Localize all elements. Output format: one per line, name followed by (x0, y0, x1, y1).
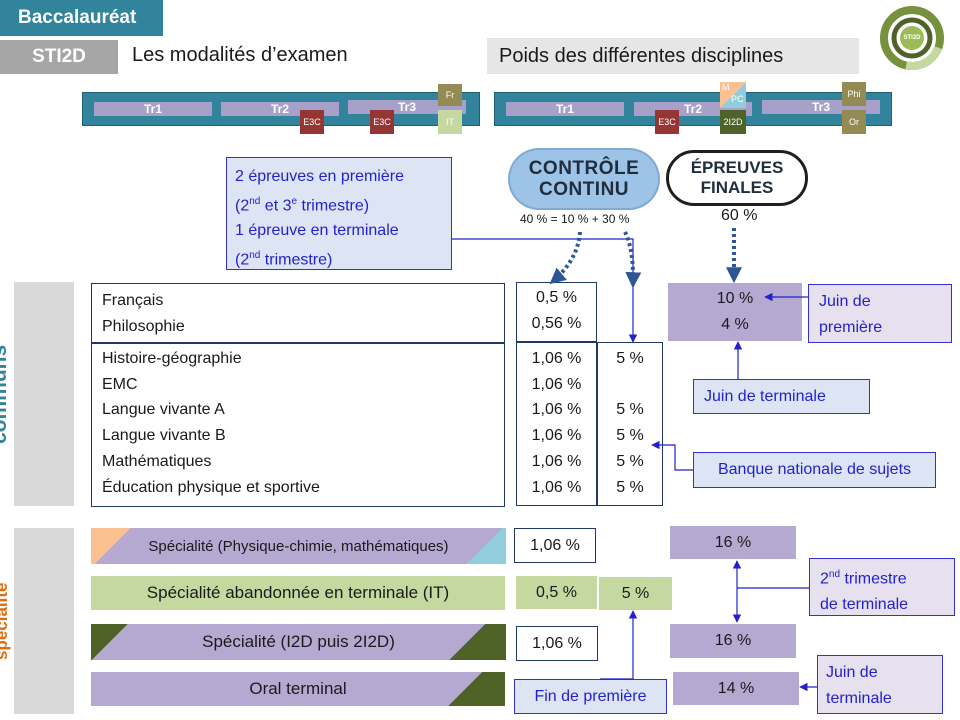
cc10-eps: 1,06 % (531, 478, 582, 496)
sti2d-tag: STI2D (0, 40, 118, 74)
specialite-row1-label: Spécialité (Physique-chimie, mathématiqu… (148, 537, 449, 555)
specialite-row4-final: 14 % (673, 672, 799, 705)
specialite-row4-label: Oral terminal (249, 679, 347, 698)
communs-group2-cc30-box: 5 % 5 % 5 % 5 % 5 % (597, 342, 663, 506)
cc-francais: 0,5 % (536, 289, 577, 306)
communs-group1-final-box: 10 % 4 % (668, 283, 802, 341)
epreuves-line2: (2nd et 3e trimestre) (235, 196, 370, 215)
bac-tag: Baccalauréat (0, 0, 163, 36)
specialite-row2-label: Spécialité abandonnée en terminale (IT) (146, 583, 450, 602)
poids-title: Poids des différentes disciplines (487, 38, 859, 74)
sti2d-label: STI2D (32, 46, 86, 67)
specialite-row4: Oral terminal (91, 672, 505, 706)
epreuves-line1: 2 épreuves en première (235, 168, 404, 185)
specialite-row3-final: 16 % (670, 624, 796, 658)
epreuves-finales-badge: ÉPREUVES FINALES (666, 150, 808, 206)
specialite-row3-cc: 1,06 % (516, 626, 598, 661)
communs-group1-box: Français Philosophie (91, 283, 505, 343)
juin-premiere-l1: Juin de (819, 293, 871, 310)
callout-juin-terminale-2: Juin de terminale (817, 655, 943, 714)
cc30-maths: 5 % (616, 452, 644, 470)
timeline-right-pc: PC (731, 94, 744, 104)
timeline-left-e3c-a: E3C (300, 110, 324, 134)
final-francais: 10 % (716, 290, 754, 307)
subject-maths: Mathématiques (102, 452, 212, 470)
cc-philosophie: 0,56 % (531, 315, 582, 332)
sti2d-logo: STI2D (880, 6, 944, 70)
controle-l2: CONTINU (538, 179, 630, 200)
epreuves-line4: (2nd trimestre) (235, 250, 333, 269)
callout-trimestre-terminale: 2nd trimestre de terminale (809, 558, 955, 616)
callout-juin-terminale: Juin de terminale (693, 379, 870, 414)
finales-l2: FINALES (700, 178, 774, 197)
controle-continu-badge: CONTRÔLE CONTINU (510, 150, 658, 208)
epreuves-info-box: 2 épreuves en première (2nd et 3e trimes… (226, 157, 452, 270)
callout-fin-premiere: Fin de première (514, 679, 667, 714)
specialite-row2: Spécialité abandonnée en terminale (IT) (91, 576, 505, 610)
final-philosophie: 4 % (721, 316, 749, 333)
logo-text: STI2D (903, 35, 921, 41)
finales-l1: ÉPREUVES (690, 158, 784, 177)
timeline-right-or: Or (842, 110, 866, 134)
callout-juin-premiere: Juin de première (808, 284, 952, 343)
cc10-maths: 1,06 % (531, 452, 582, 470)
cc10-histoire: 1,06 % (531, 350, 582, 367)
cc10-emc: 1,06 % (531, 375, 582, 393)
bac-label: Baccalauréat (18, 7, 137, 28)
timeline-right-m: M (722, 82, 730, 92)
trimestre-l1: 2nd trimestre (820, 569, 907, 588)
cc30-eps: 5 % (616, 478, 644, 496)
finales-pct: 60 % (721, 207, 758, 224)
specialite-row1: Spécialité (Physique-chimie, mathématiqu… (91, 528, 506, 564)
specialite-row1-final: 16 % (670, 526, 796, 559)
modalites-title: Les modalités d’examen (132, 44, 348, 66)
juin-terminale2-l1: Juin de (826, 664, 878, 681)
subject-philosophie: Philosophie (102, 318, 185, 335)
cc10-lvb: 1,06 % (531, 427, 582, 445)
timeline-left-tr1: Tr1 (94, 102, 212, 116)
trimestre-l2: de terminale (820, 596, 909, 614)
cc30-histoire: 5 % (616, 350, 644, 367)
epreuves-line3: 1 épreuve en terminale (235, 222, 399, 240)
subject-francais: Français (102, 292, 164, 309)
subject-emc: EMC (102, 375, 138, 393)
arrow-epreuves-to-cc30 (452, 238, 638, 343)
cc10-lva: 1,06 % (531, 401, 582, 419)
controle-formula: 40 % = 10 % + 30 % (520, 212, 630, 226)
timeline-right-2i2d: 2I2D (720, 110, 746, 134)
specialite-row3: Spécialité (I2D puis 2I2D) (91, 624, 506, 660)
timeline-right-phi: Phi (842, 82, 866, 106)
subject-lva: Langue vivante A (102, 401, 225, 419)
cc30-lvb: 5 % (616, 427, 644, 445)
timeline-left-it: IT (438, 110, 462, 134)
specialite-row2-cc30: 5 % (599, 577, 672, 610)
callout-banque-nationale: Banque nationale de sujets (693, 452, 936, 488)
specialite-row2-cc10: 0,5 % (516, 576, 597, 609)
cc30-lva: 5 % (616, 401, 644, 419)
subject-histoire: Histoire-géographie (102, 350, 242, 367)
timeline-left-e3c-b: E3C (370, 110, 394, 134)
arrow-fin-premiere (600, 610, 638, 680)
subject-lvb: Langue vivante B (102, 427, 226, 445)
timeline-left-fr: Fr (438, 84, 462, 106)
juin-premiere-l2: première (819, 319, 883, 336)
arrow-banque (651, 440, 693, 471)
timeline-right-e3c: E3C (655, 110, 679, 134)
specialite-row1-cc: 1,06 % (514, 528, 596, 563)
specialite-row3-label: Spécialité (I2D puis 2I2D) (202, 632, 395, 651)
arrow-controle-to-cc30 (623, 231, 642, 289)
juin-terminale2-l2: terminale (826, 690, 892, 707)
communs-group2-box: Histoire-géographie EMC Langue vivante A… (91, 343, 505, 507)
logo-ring-icon (880, 6, 944, 70)
timeline-right-tr1: Tr1 (506, 102, 624, 116)
subject-eps: Éducation physique et sportive (102, 478, 320, 496)
poids-label: Poids des différentes disciplines (499, 44, 784, 67)
timeline-right-mpc: M PC (720, 82, 746, 108)
communs-group2-cc10-box: 1,06 % 1,06 % 1,06 % 1,06 % 1,06 % 1,06 … (516, 342, 597, 506)
controle-l1: CONTRÔLE (528, 158, 640, 179)
